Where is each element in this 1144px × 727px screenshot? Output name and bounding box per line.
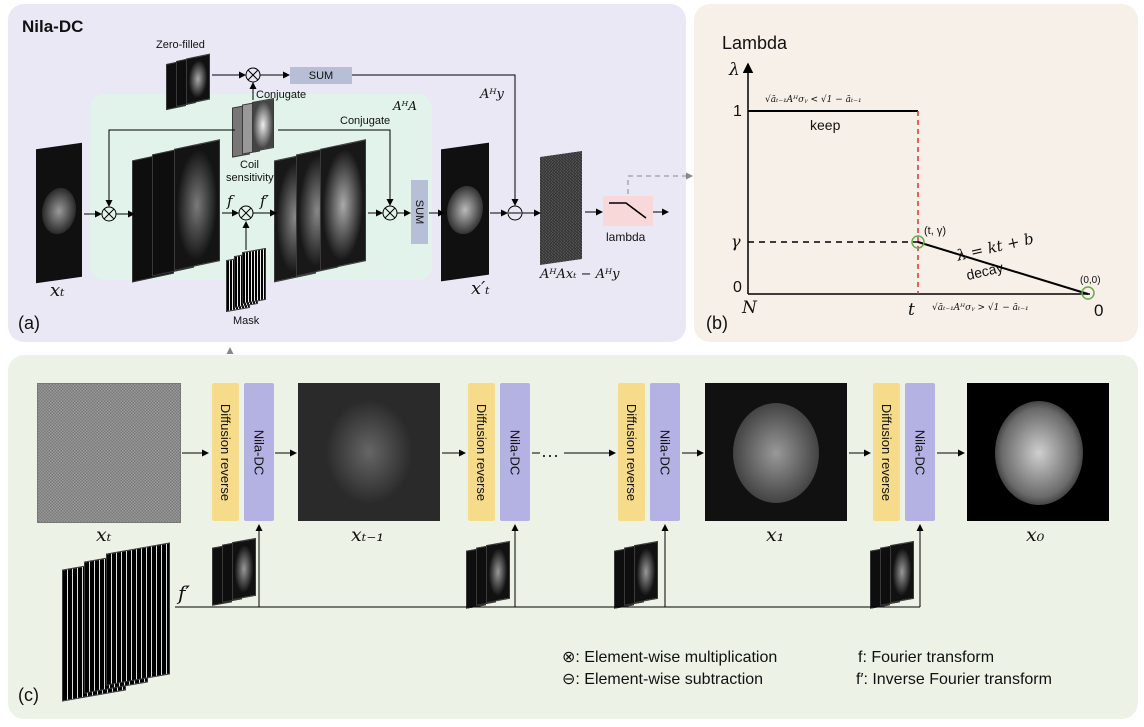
- point-origin-label: (0,0): [1080, 275, 1101, 286]
- aha-label: AᴴA: [393, 99, 417, 113]
- nila-dc-block-2: Nila-DC: [500, 383, 530, 521]
- decay-segment: [917, 241, 1089, 295]
- lambda-chart-title: Lambda: [722, 33, 788, 53]
- f-label-a: f: [227, 192, 233, 210]
- legend-subtraction: ⊖: Element-wise subtraction: [562, 671, 764, 688]
- point-t-gamma-label: (t, γ): [924, 225, 946, 237]
- x-tick-t: t: [908, 300, 915, 320]
- keep-label: keep: [810, 117, 841, 133]
- coil-label-2: sensitivity: [226, 172, 274, 184]
- point-origin: [1081, 286, 1095, 300]
- nila-dc-block-4: Nila-DC: [905, 383, 935, 521]
- tick-1: 1: [733, 103, 742, 120]
- lambda-box: [603, 196, 653, 226]
- diffusion-reverse-block-4: Diffusion reverse: [873, 383, 900, 521]
- panel-c-background: [8, 355, 1138, 719]
- zero-filled-label: Zero-filled: [156, 39, 205, 51]
- xt-label: xₜ: [50, 280, 65, 301]
- ahy-label: Aᴴy: [480, 87, 504, 102]
- image-xt-minus-1: [298, 383, 440, 521]
- sum-box-vertical: SUM: [411, 180, 428, 244]
- lambda-label-a: lambda: [606, 230, 646, 244]
- panel-a-label: (a): [18, 313, 40, 333]
- conjugate-label-1: Conjugate: [256, 89, 307, 101]
- label-x0: x₀: [1026, 524, 1045, 546]
- noise-image-xt: [37, 383, 181, 523]
- mask-label: Mask: [233, 315, 260, 327]
- ellipsis: ···: [541, 445, 559, 465]
- f-prime-label-a: f′: [260, 192, 269, 210]
- multiply-circle-3: [382, 205, 398, 221]
- nila-dc-block-1: Nila-DC: [244, 383, 274, 521]
- decay-condition: √āₜ₋₁Aᴴσᵧ > √1 − āₜ₋₁: [932, 303, 1029, 313]
- conjugate-label-2: Conjugate: [340, 115, 391, 127]
- panel-b-label: (b): [706, 313, 728, 333]
- keep-condition: √āₜ₋₁Aᴴσᵧ < √1 − āₜ₋₁: [765, 95, 862, 105]
- diffusion-reverse-block-2: Diffusion reverse: [468, 383, 495, 521]
- x-prime-t-label: x′ₜ: [471, 278, 490, 299]
- y-axis-symbol: λ: [729, 60, 740, 80]
- image-x1: [705, 383, 847, 521]
- image-x0: [967, 383, 1109, 521]
- legend-multiplication: ⊗: Element-wise multiplication: [562, 649, 778, 666]
- legend-inverse-fourier: f′: Inverse Fourier transform: [856, 671, 1052, 688]
- x-tick-N: N: [742, 298, 757, 318]
- coil-label-1: Coil: [240, 159, 259, 171]
- panel-a-title: Nila-DC: [22, 17, 84, 36]
- panel-c-label: (c): [18, 685, 39, 705]
- tick-gamma: γ: [731, 232, 741, 251]
- nila-dc-block-3: Nila-DC: [650, 383, 680, 521]
- sum-box-top: SUM: [290, 67, 352, 84]
- x-tick-0: 0: [1094, 301, 1104, 320]
- diffusion-reverse-block-1: Diffusion reverse: [212, 383, 239, 521]
- diffusion-reverse-block-3: Diffusion reverse: [618, 383, 645, 521]
- label-x1: x₁: [766, 524, 785, 546]
- label-xt: xₜ: [96, 524, 112, 546]
- legend-fourier: f: Fourier transform: [858, 649, 995, 666]
- label-xt-minus-1: xₜ₋₁: [351, 524, 385, 546]
- residual-label: AᴴAxₜ − Aᴴy: [540, 267, 620, 282]
- tick-0: 0: [733, 279, 742, 296]
- point-t-gamma: [911, 235, 925, 249]
- f-prime-label-c: f′: [178, 581, 190, 605]
